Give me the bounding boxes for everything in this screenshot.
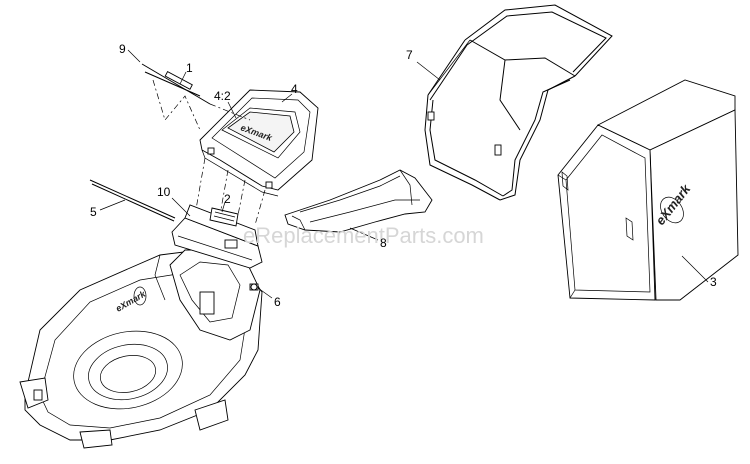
callout-4-2: 4:2 <box>214 89 231 103</box>
callout-3: 3 <box>710 275 717 289</box>
watermark-text: eReplacementParts.com <box>243 223 484 248</box>
leader-lines <box>99 49 709 299</box>
latch-plate <box>209 207 239 227</box>
mower-deck: eXmark <box>19 249 263 449</box>
callout-6: 6 <box>274 295 281 309</box>
side-rod <box>89 179 176 222</box>
callout-2: 2 <box>224 192 231 206</box>
callout-7: 7 <box>406 48 413 62</box>
callout-10: 10 <box>157 185 171 199</box>
callout-labels: 9 1 4:2 4 7 10 2 5 8 6 3 <box>90 42 717 309</box>
callout-8: 8 <box>380 236 387 250</box>
grass-bag: eXmark <box>557 79 739 301</box>
callout-5: 5 <box>90 205 97 219</box>
rear-flap-panel: eXmark <box>199 89 319 197</box>
hinge-rod <box>141 63 251 131</box>
callout-9: 9 <box>119 42 126 56</box>
callout-1: 1 <box>186 61 193 75</box>
bolt <box>249 283 259 291</box>
callout-4: 4 <box>291 82 298 96</box>
mulch-chute <box>284 169 433 233</box>
hinge-bracket <box>171 204 263 269</box>
assembly-lines <box>194 157 266 226</box>
handle-frame <box>424 4 613 201</box>
